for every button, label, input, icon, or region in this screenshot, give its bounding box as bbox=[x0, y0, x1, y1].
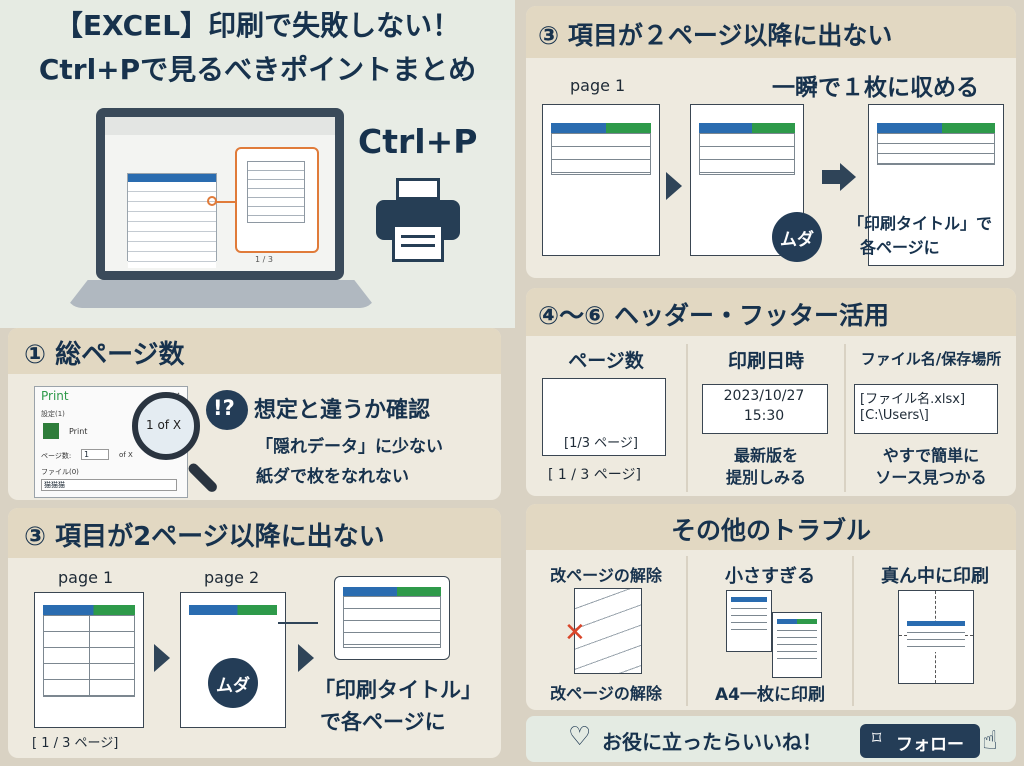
col1-title: ページ数 bbox=[568, 350, 644, 372]
s7-col2-page-front bbox=[772, 612, 822, 678]
dialog-print-button[interactable]: Print bbox=[69, 427, 88, 436]
alert-mark: !? bbox=[213, 396, 235, 420]
section1-sub-text2: 紙ダで枚をなれない bbox=[256, 467, 409, 487]
col2-caption2: 提別しみる bbox=[725, 468, 806, 487]
section3a-subtitle: 一瞬で１枚に収める bbox=[772, 75, 979, 101]
section-print-titles-left: ③ 項目が2ページ以降に出ない page 1 [ 1 / 3 ページ] page… bbox=[8, 508, 501, 758]
s7-col1-page bbox=[574, 588, 642, 674]
dialog-of: of X bbox=[119, 451, 133, 459]
preview-footer: 1 / 3 bbox=[255, 255, 273, 264]
col2-box bbox=[702, 384, 828, 434]
pointer-hand-icon: ☝ bbox=[982, 726, 998, 756]
follow-label: フォロー bbox=[896, 735, 964, 755]
preview-frame bbox=[235, 147, 319, 253]
sheet-result bbox=[334, 576, 450, 660]
follow-button[interactable] bbox=[860, 724, 980, 758]
excel-window: 1 / 3 bbox=[105, 117, 335, 271]
arrow-right-2 bbox=[298, 644, 314, 672]
s7-col3-page bbox=[898, 590, 974, 684]
dialog-file-select[interactable]: 猫猫猫 bbox=[41, 479, 177, 491]
magnifier-text: 1 of X bbox=[146, 418, 182, 432]
section-header-footer: ④～⑥ ヘッダー・フッター活用 ページ数 [1/3 ページ] [ 1 / 3 ペ… bbox=[526, 288, 1016, 496]
section3b-caption2: で各ページに bbox=[320, 710, 446, 734]
title-area bbox=[0, 0, 515, 100]
s7-col3-title: 真ん中に印刷 bbox=[881, 566, 989, 587]
col3-box bbox=[854, 384, 998, 434]
col2-time: 15:30 bbox=[743, 408, 785, 424]
alert-icon bbox=[206, 390, 248, 430]
s7-col2-page-back bbox=[726, 590, 772, 652]
footer-text: お役に立ったらいいね！ bbox=[602, 730, 822, 754]
arrow-right bbox=[154, 644, 170, 672]
section-total-pages: ① 総ページ数 Print × 設定(1) Print ページ数: 1 of X… bbox=[8, 328, 501, 500]
col2-caption1: 最新版を bbox=[733, 446, 798, 465]
r-arrow-block bbox=[822, 170, 842, 184]
s7-col1-caption: 改ページの解除 bbox=[550, 684, 662, 703]
r-sheet-page1 bbox=[542, 104, 660, 256]
r-waste-badge: ムダ bbox=[772, 212, 822, 262]
section3a-caption2: 各ページに bbox=[860, 238, 940, 257]
col2-date: 2023/10/27 bbox=[723, 388, 805, 404]
dialog-file-label: ファイル(0) bbox=[41, 468, 79, 476]
section3a-caption1: 「印刷タイトル」で bbox=[848, 214, 993, 233]
col3-title: ファイル名/保存場所 bbox=[860, 350, 1002, 368]
section1-main-text: 想定と違うか確認 bbox=[254, 398, 431, 423]
magnifier-icon bbox=[132, 392, 200, 460]
section3b-caption1: 「印刷タイトル」 bbox=[314, 678, 482, 702]
sheet-page1 bbox=[34, 592, 144, 728]
s7-col2-title: 小さすぎる bbox=[725, 566, 815, 587]
section7-heading: その他のトラブル bbox=[670, 516, 871, 545]
section1-sub-text1: 「隠れデータ」に少ない bbox=[256, 437, 443, 457]
title-line1: 【EXCEL】印刷で失敗しない！ bbox=[54, 9, 461, 42]
printer-icon bbox=[376, 178, 460, 264]
col2-title: 印刷日時 bbox=[727, 350, 804, 372]
s7-col1-title: 改ページの解除 bbox=[550, 566, 662, 585]
laptop-base bbox=[66, 280, 376, 308]
section-print-titles-right: ③ 項目が２ページ以降に出ない page 1 一瞬で１枚に収める ムダ 「印刷タ… bbox=[526, 6, 1016, 278]
dialog-pages-label: ページ数: bbox=[41, 452, 72, 460]
dialog-setting: 設定(1) bbox=[41, 410, 65, 418]
col3-caption1: やすで簡単に bbox=[882, 446, 980, 465]
r-arrow-right bbox=[666, 172, 682, 200]
title-line2: Ctrl+Pで見るべきポイントまとめ bbox=[38, 53, 477, 86]
dialog-pages-input[interactable]: 1 bbox=[81, 449, 109, 460]
print-dialog-title: Print bbox=[41, 389, 69, 403]
section4-heading: ④～⑥ ヘッダー・フッター活用 bbox=[538, 301, 890, 330]
page2-label: page 2 bbox=[204, 568, 260, 587]
pages-note: [ 1 / 3 ページ] bbox=[32, 736, 119, 751]
col1-box bbox=[542, 378, 666, 456]
section-other-troubles: その他のトラブル 改ページの解除 ✕ 改ページの解除 小さすぎる A4一枚に印刷… bbox=[526, 504, 1016, 710]
excel-icon bbox=[43, 423, 59, 439]
shortcut-label: Ctrl+P bbox=[358, 122, 478, 161]
s7-col1-cross-icon: ✕ bbox=[564, 618, 586, 648]
page1-label: page 1 bbox=[58, 568, 114, 587]
heart-icon: ♡ bbox=[568, 722, 592, 752]
r-sheet-result bbox=[868, 104, 1004, 266]
section3a-page1-label: page 1 bbox=[570, 76, 626, 95]
col3-box-text2: [C:\Users\] bbox=[860, 408, 929, 423]
s7-col2-caption: A4一枚に印刷 bbox=[715, 685, 825, 705]
col1-box-text: [1/3 ページ] bbox=[564, 436, 638, 451]
section1-heading: ① 総ページ数 bbox=[24, 340, 185, 370]
col3-box-text1: [ファイル名.xlsx] bbox=[860, 392, 966, 407]
waste-badge: ムダ bbox=[208, 658, 258, 708]
section3a-heading: ③ 項目が２ページ以降に出ない bbox=[538, 21, 893, 50]
bookmark-icon: ⌑ bbox=[872, 728, 882, 749]
col1-caption: [ 1 / 3 ページ] bbox=[548, 467, 641, 483]
col3-caption2: ソース見つかる bbox=[875, 468, 987, 487]
laptop-screen: 1 / 3 bbox=[96, 108, 344, 280]
section3b-heading: ③ 項目が2ページ以降に出ない bbox=[24, 522, 385, 552]
hero-area: 1 / 3 Ctrl+P bbox=[0, 100, 515, 328]
